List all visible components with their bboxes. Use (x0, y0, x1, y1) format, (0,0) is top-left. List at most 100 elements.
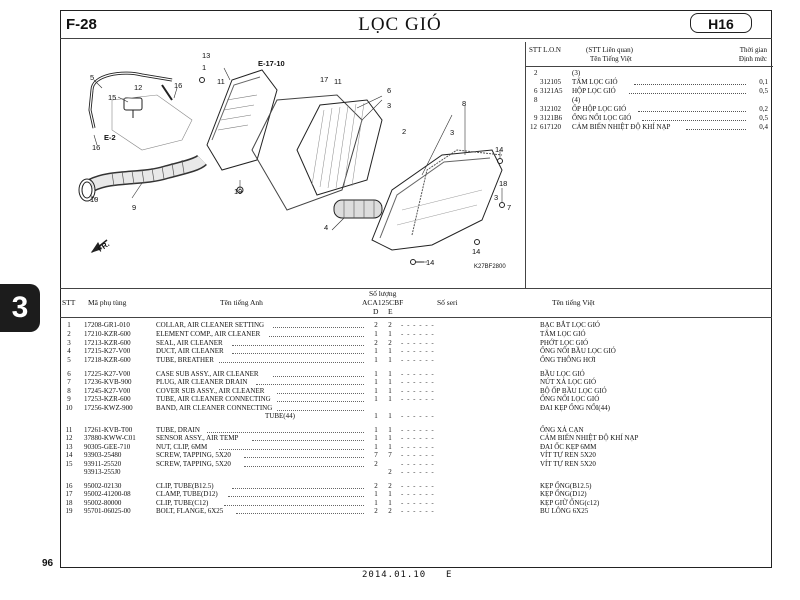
part-name-vn: BU LÔNG 6X25 (540, 507, 589, 515)
leader-dots (276, 401, 364, 402)
leader-dots (207, 432, 364, 433)
page-code: F-28 (66, 16, 97, 33)
qty-d: 2 (374, 507, 378, 515)
callout-16b: 16 (92, 143, 100, 152)
qty-d: 1 (374, 347, 378, 355)
part-number: 90305-GEE-710 (84, 443, 131, 451)
qty-e: 1 (388, 434, 392, 442)
qty-d: 1 (374, 395, 378, 403)
page-frame (60, 10, 772, 568)
callout-14b: 14 (472, 247, 480, 256)
serial-range: - - - - - - (401, 460, 435, 468)
part-name-en: NUT, CLIP, 6MM (156, 443, 208, 451)
part-name-en: SENSOR ASSY., AIR TEMP (156, 434, 239, 442)
leader-dots (276, 393, 364, 394)
part-name-vn: VÍT TỰ REN 5X20 (540, 460, 596, 468)
sp-row-stt: 12 (530, 123, 537, 131)
sp-row-name: TẤM LỌC GIÓ (572, 78, 618, 86)
part-name-vn: ĐAI KẸP ỐNG NỐI(44) (540, 404, 610, 412)
qty-e: 2 (388, 468, 392, 476)
serial-range: - - - - - - (401, 482, 435, 490)
part-stt: 14 (65, 451, 73, 459)
part-stt: 2 (67, 330, 71, 338)
qty-e: 1 (388, 395, 392, 403)
callout-5: 5 (90, 73, 94, 82)
part-name-vn: NÚT XẢ LỌC GIÓ (540, 378, 597, 386)
col-header-model: ACA125CBF (362, 298, 404, 307)
leader-dots (219, 449, 364, 450)
page-title: LỌC GIÓ (358, 14, 442, 35)
sp-row-leader (642, 120, 746, 121)
serial-range: - - - - - - (401, 339, 435, 347)
part-name-en: BAND, AIR CLEANER CONNECTING (156, 404, 273, 412)
col-header-e: E (388, 307, 393, 316)
callout-13: 13 (202, 51, 210, 60)
callout-8: 8 (462, 99, 466, 108)
qty-e: 1 (388, 443, 392, 451)
part-number: 95002-41200-08 (84, 490, 131, 498)
col-header-stt: STT (62, 298, 76, 307)
part-name-en: TUBE, DRAIN (156, 426, 200, 434)
qty-e: 7 (388, 451, 392, 459)
serial-range: - - - - - - (401, 434, 435, 442)
qty-d: 1 (374, 434, 378, 442)
sp-row-stt: 2 (534, 69, 538, 77)
qty-e: 1 (388, 426, 392, 434)
part-number: 17210-KZR-600 (84, 330, 131, 338)
sp-row-stt: 6 (534, 87, 538, 95)
sp-row-name: HỘP LỌC GIÓ (572, 87, 616, 95)
callout-4: 4 (324, 223, 328, 232)
sp-row-time: 0,5 (759, 87, 768, 95)
chapter-tab[interactable]: 3 (0, 284, 40, 332)
sp-row-code: 3121B6 (540, 114, 563, 122)
leader-dots (256, 384, 364, 385)
part-stt: 18 (65, 499, 73, 507)
qty-d: 1 (374, 378, 378, 386)
leader-dots (268, 336, 364, 337)
qty-d: 2 (374, 339, 378, 347)
col-header-qty: Số lượng (369, 289, 397, 298)
part-name-vn: KẸP ỐNG(B12.5) (540, 482, 592, 490)
leader-dots (231, 353, 364, 354)
sp-header-time: Thời gian (739, 46, 767, 54)
part-name-vn: ỐNG NỐI LỌC GIÓ (540, 395, 600, 403)
qty-e: 2 (388, 507, 392, 515)
footer-date: 2014.01.10 (362, 570, 427, 580)
sp-row-time: 0,4 (759, 123, 768, 131)
callout-10: 10 (90, 195, 98, 204)
callout-17: 17 (320, 75, 328, 84)
part-name-en: SCREW, TAPPING, 5X20 (156, 451, 231, 459)
serial-range: - - - - - - (401, 499, 435, 507)
part-number: 93913-255J0 (84, 468, 121, 476)
part-number: 17218-KZR-600 (84, 356, 131, 364)
part-name-en: CLAMP, TUBE(D12) (156, 490, 218, 498)
callout-14: 14 (495, 145, 503, 154)
sp-row-stt: 9 (534, 114, 538, 122)
callout-16: 16 (174, 81, 182, 90)
leader-dots (235, 513, 364, 514)
part-name-vn: ỐNG NỐI BẦU LỌC GIÓ (540, 347, 616, 355)
serial-range: - - - - - - (401, 451, 435, 459)
part-name-vn: KẸP ỐNG(D12) (540, 490, 587, 498)
